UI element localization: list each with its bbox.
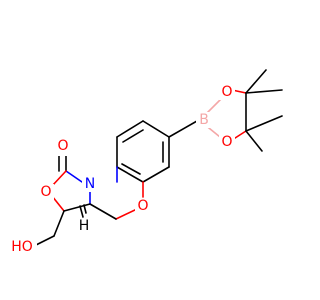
ring-oxygen-label: O [40,184,51,200]
hydroxyl-label: HO [11,239,33,255]
boronate-ester [168,69,283,152]
nitrogen-label: N [85,176,95,192]
bond-ch-ch2oh [53,210,65,237]
bond-ring-f [116,166,144,183]
bond-methyl-3 [245,115,283,132]
bond-ch-ch [63,203,91,212]
bond-ring-e [142,166,170,183]
bond-ch2-oh [33,235,55,247]
oxazine-oxygen-label: O [137,198,148,214]
side-chain [33,204,87,247]
atom-labels: O O N O B O O HO H [7,84,235,255]
bond-ring-f-inner [121,163,141,175]
bond-ch2-ch [89,203,117,220]
bond-methyl-2 [245,89,283,94]
stereo-hydrogen-label: H [79,218,90,234]
bond-methyl-1 [245,69,267,94]
boronate-oxygen-upper-label: O [221,84,232,100]
bond-aryl-b [168,120,198,138]
bond-ring-c [142,120,170,138]
boron-label: B [199,112,209,128]
molecule-diagram: O O N O B O O HO H [7,69,283,255]
bond-n-co [65,170,83,183]
oxazine-ring [89,166,144,220]
bond-ring-b [116,120,144,138]
stereo-hash-2 [79,205,84,218]
stereo-hash-1 [83,204,87,214]
bond-co-o [51,170,67,187]
benzene-ring [116,120,170,183]
bond-ring-b-inner [122,129,144,143]
bond-methyl-4 [245,130,263,152]
carbonyl-oxygen-label: O [57,138,68,154]
structure-svg: O O N O B O O HO H [7,69,283,255]
bond-o-ch2 [115,208,138,220]
boronate-oxygen-lower-label: O [221,134,232,150]
